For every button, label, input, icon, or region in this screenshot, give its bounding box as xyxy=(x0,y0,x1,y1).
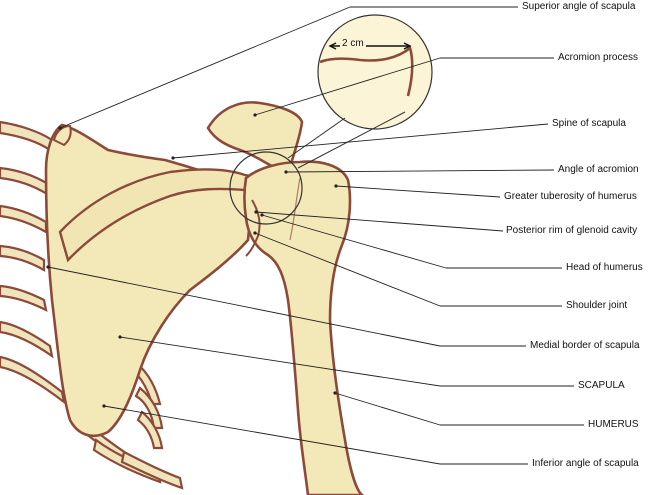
joint-circle xyxy=(229,151,303,225)
label-spine-of-scapula: Spine of scapula xyxy=(552,118,626,129)
label-scapula: SCAPULA xyxy=(578,380,625,391)
label-humerus: HUMERUS xyxy=(588,419,639,430)
greater-tuberosity-detail xyxy=(289,177,301,241)
label-acromion-process: Acromion process xyxy=(558,52,639,63)
label-superior-angle-of-scapula: Superior angle of scapula xyxy=(522,1,636,12)
measure-arrow-left xyxy=(328,42,337,50)
superior-angle-shape xyxy=(52,124,72,147)
zoom-inset-acromion-edge xyxy=(319,45,414,97)
ribs xyxy=(0,120,184,490)
label-greater-tuberosity-of-humerus: Greater tuberosity of humerus xyxy=(504,191,637,202)
label-medial-border-of-scapula: Medial border of scapula xyxy=(530,340,640,351)
label-shoulder-joint: Shoulder joint xyxy=(566,300,628,311)
label-angle-of-acromion: Angle of acromion xyxy=(558,164,639,175)
zoom-inset-circle xyxy=(317,14,433,130)
zoom-connector-b xyxy=(297,111,406,169)
acromion-shape xyxy=(206,101,304,172)
measure-arrow-right xyxy=(403,42,412,50)
measurement-label: 2 cm xyxy=(340,38,366,49)
humerus-shape xyxy=(243,160,365,495)
label-inferior-angle-of-scapula: Inferior angle of scapula xyxy=(532,458,639,469)
humerus-head-rim xyxy=(245,199,261,257)
leader-anchor-dots xyxy=(46,113,338,408)
label-head-of-humerus: Head of humerus xyxy=(566,262,643,273)
label-posterior-rim-of-glenoid-cavity: Posterior rim of glenoid cavity xyxy=(506,225,638,236)
leader-lines xyxy=(47,6,584,465)
zoom-connector-a xyxy=(287,117,346,159)
